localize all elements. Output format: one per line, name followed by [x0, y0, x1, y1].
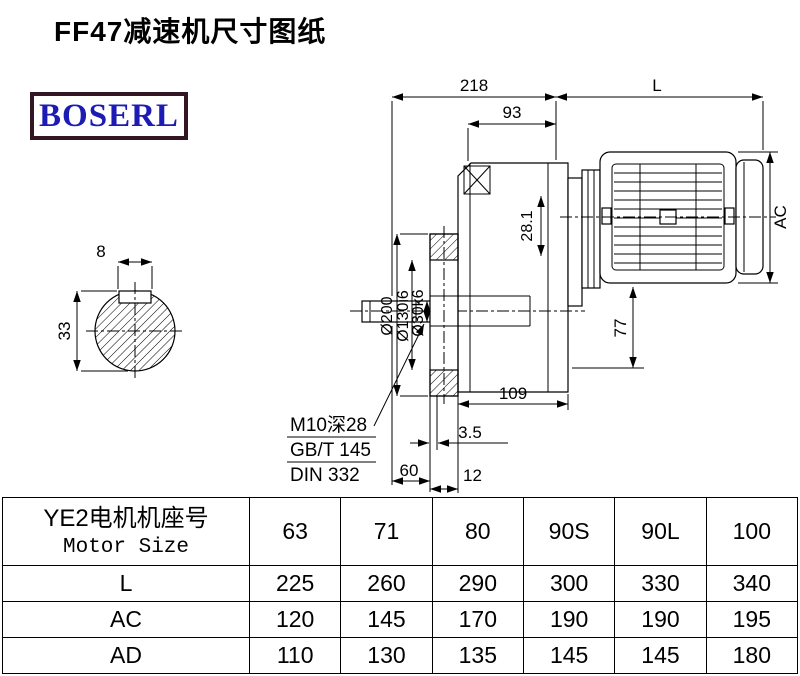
logo-text: BOSERL [39, 97, 179, 134]
cell: 340 [705, 565, 799, 602]
dimension-drawing: 8 33 [55, 76, 790, 493]
row-label: L [2, 565, 250, 602]
size-col-5: 100 [705, 497, 799, 566]
note-gbt: GB/T 145 [290, 440, 371, 461]
cell: 145 [340, 601, 433, 638]
cell: 225 [248, 565, 342, 602]
dim-motor-diameter: AC [771, 205, 790, 229]
cell: 330 [614, 565, 707, 602]
dim-top-width: 218 [460, 76, 488, 95]
dim-foot-height: 77 [611, 319, 630, 338]
cell: 190 [614, 601, 707, 638]
cell: 130 [340, 637, 433, 674]
dim-housing-length: 109 [499, 384, 527, 403]
header-en: Motor Size [62, 535, 190, 559]
cell: 170 [431, 601, 524, 638]
cell: 290 [431, 565, 524, 602]
dim-flange-od: Ø200 [379, 296, 396, 335]
cell: 180 [705, 637, 799, 674]
dim-shaft-d: Ø30k6 [410, 289, 427, 336]
header-cn: YE2电机机座号 [43, 505, 209, 533]
table-row-AD: AD 110 130 135 145 145 180 [2, 637, 799, 674]
size-col-2: 80 [431, 497, 524, 566]
table-header-row: YE2电机机座号 Motor Size 63 71 80 90S 90L 100 [2, 497, 799, 566]
dimensions: 218 L 93 AC Ø200 Ø130i6 Ø30k6 28.1 77 10… [287, 76, 790, 493]
dim-flange-offset: 93 [503, 103, 522, 122]
row-label: AC [2, 601, 250, 638]
cell: 300 [522, 565, 616, 602]
dim-bore-depth: 28.1 [519, 210, 536, 241]
cell: 195 [705, 601, 799, 638]
dim-shaft-height: 33 [55, 322, 74, 341]
dim-shaft-length: 60 [400, 461, 419, 480]
motor-outline [560, 151, 776, 307]
cell: 190 [522, 601, 616, 638]
dim-motor-length: L [652, 76, 661, 95]
note-din: DIN 332 [290, 465, 360, 486]
size-col-3: 90S [522, 497, 616, 566]
gearbox-outline [350, 162, 585, 404]
page-title: FF47减速机尺寸图纸 [54, 16, 327, 47]
size-col-4: 90L [614, 497, 707, 566]
row-label: AD [2, 637, 250, 674]
shaft-section-view: 8 33 [55, 242, 184, 380]
cell: 120 [248, 601, 342, 638]
cell: 110 [248, 637, 342, 674]
boserl-logo: BOSERL [30, 92, 188, 140]
dim-spigot-d: Ø130i6 [395, 290, 412, 342]
motor-size-table: YE2电机机座号 Motor Size 63 71 80 90S 90L 100… [2, 497, 799, 674]
cell: 145 [522, 637, 616, 674]
cell: 260 [340, 565, 433, 602]
dim-key-width: 8 [96, 242, 105, 261]
size-col-1: 71 [340, 497, 433, 566]
table-row-L: L 225 260 290 300 330 340 [2, 565, 799, 602]
cell: 135 [431, 637, 524, 674]
size-col-0: 63 [248, 497, 342, 566]
note-tap: M10深28 [290, 414, 367, 436]
dim-flange-thickness: 3.5 [458, 423, 482, 442]
dim-step: 12 [463, 466, 482, 485]
table-row-AC: AC 120 145 170 190 190 195 [2, 601, 799, 638]
cell: 145 [614, 637, 707, 674]
motor-size-header: YE2电机机座号 Motor Size [2, 497, 250, 566]
